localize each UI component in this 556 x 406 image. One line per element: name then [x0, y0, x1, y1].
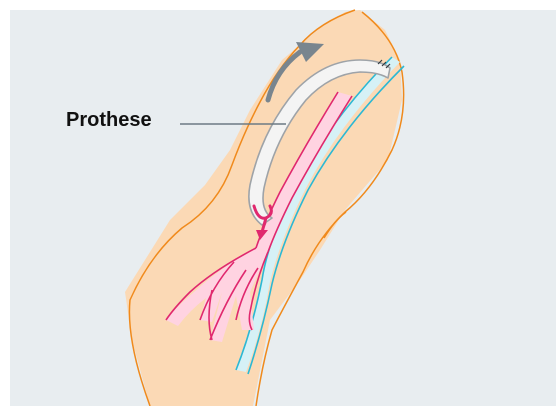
- prosthesis-label: Prothese: [66, 108, 152, 132]
